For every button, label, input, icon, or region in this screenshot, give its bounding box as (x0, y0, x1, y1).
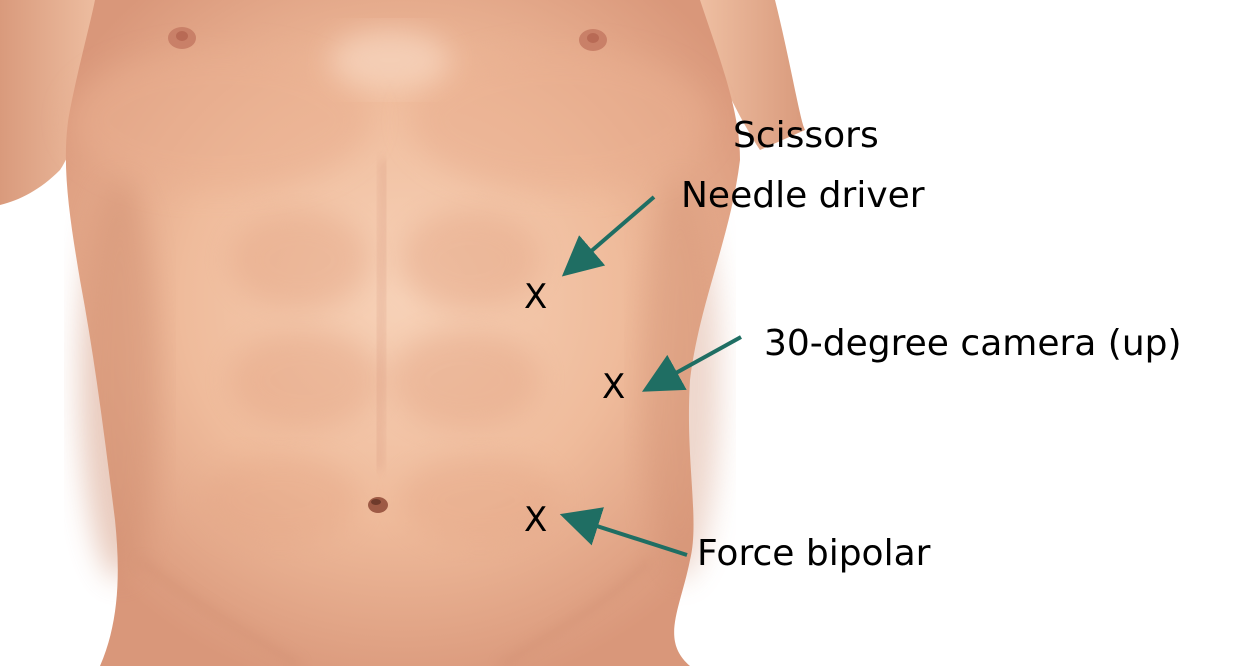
label-camera: 30-degree camera (up) (764, 326, 1182, 362)
label-scissors: Scissors (733, 118, 879, 154)
left-nipple (168, 27, 196, 49)
port-mark-camera: X (602, 370, 625, 404)
port-mark-lower: X (524, 503, 547, 537)
label-needle-driver: Needle driver (681, 178, 925, 214)
right-nipple (579, 29, 607, 51)
port-mark-upper: X (524, 280, 547, 314)
label-force-bipolar: Force bipolar (697, 536, 930, 572)
navel (368, 497, 388, 513)
